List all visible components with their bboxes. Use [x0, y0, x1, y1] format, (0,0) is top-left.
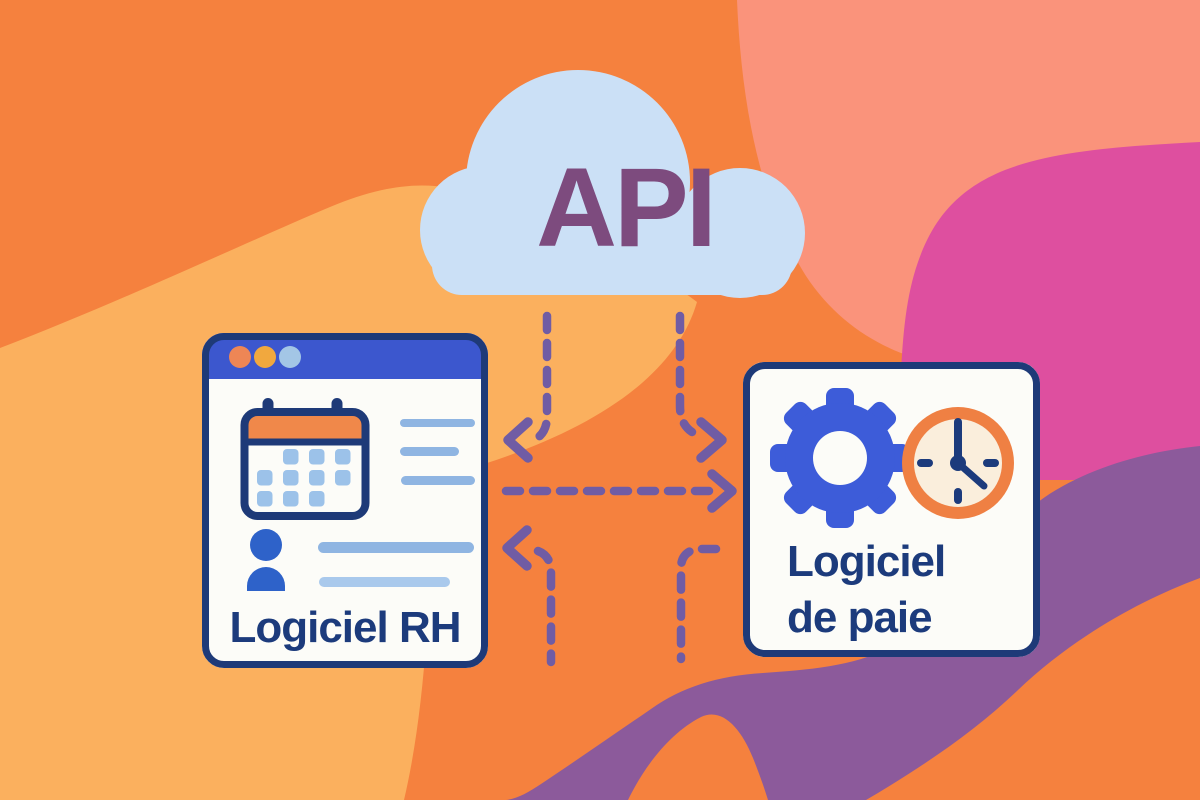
calendar-icon: [240, 398, 370, 520]
arrow-cloud-to-rh: [531, 311, 552, 444]
gear-icon: [770, 388, 910, 528]
right-card-title-line1: Logiciel: [787, 537, 946, 586]
browser-titlebar: [202, 333, 488, 379]
clock-icon: [902, 407, 1014, 519]
text-placeholder-line: [319, 577, 450, 587]
api-cloud-label: API: [536, 144, 717, 270]
arrow-cloud-to-paie: [675, 311, 697, 437]
logiciel-rh-card: Logiciel RH: [202, 333, 488, 668]
text-placeholder-line: [318, 542, 474, 553]
arrowhead-left-lower: [502, 525, 532, 571]
arrow-paie-to-rh-right-leg: [676, 544, 721, 664]
left-card-title: Logiciel RH: [229, 603, 461, 652]
arrowhead-right-upper: [696, 417, 727, 463]
right-card-title-line2: de paie: [787, 593, 933, 642]
cloud-icon: [420, 70, 805, 298]
text-placeholder-line: [400, 447, 459, 456]
arrowhead-left-upper: [503, 417, 533, 463]
browser-dot-blue: [279, 346, 301, 368]
text-placeholder-line: [400, 419, 475, 427]
arrow-paie-to-rh-left-leg: [533, 546, 556, 667]
browser-dot-amber: [254, 346, 276, 368]
browser-dot-red: [229, 346, 251, 368]
logiciel-de-paie-card: Logiciel de paie: [743, 362, 1040, 657]
text-placeholder-line: [401, 476, 475, 485]
right-card-title: Logiciel de paie: [787, 534, 946, 646]
api-connection-arrows: [501, 311, 737, 667]
arrowhead-right-middle: [707, 469, 737, 513]
user-icon: [247, 529, 285, 591]
